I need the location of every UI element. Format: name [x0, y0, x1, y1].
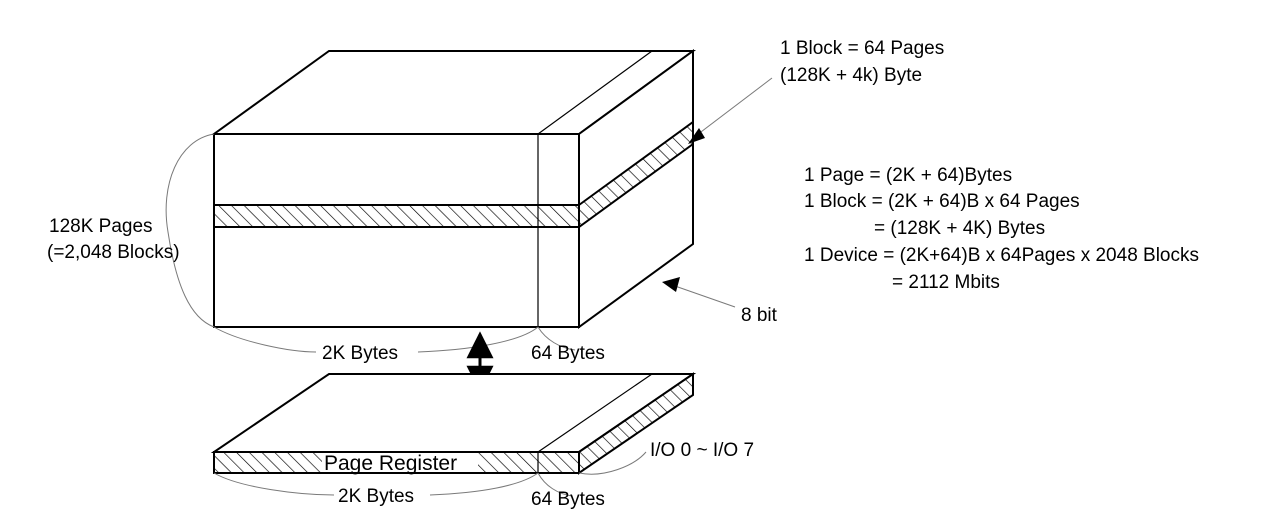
register-width-brace-right: [429, 472, 539, 496]
page-row-side: [578, 120, 694, 229]
formula-line4: 1 Device = (2K+64)B x 64Pages x 2048 Blo…: [804, 245, 1199, 266]
io-label-leader: [578, 451, 647, 475]
register-width-label: 2K Bytes: [338, 486, 414, 507]
register-width-brace: [213, 472, 335, 496]
io-label: I/O 0 ~ I/O 7: [650, 440, 754, 461]
spare-width-brace: [537, 326, 576, 351]
pages-brace: [165, 133, 215, 328]
bit-label-leader: [662, 277, 736, 308]
spare-width-label: 64 Bytes: [531, 343, 605, 364]
spare-area-divider-top: [537, 50, 653, 135]
formula-line1: 1 Page = (2K + 64)Bytes: [804, 165, 1012, 186]
cube-front-face: [213, 133, 580, 328]
register-spare-brace: [537, 472, 573, 497]
main-width-brace: [213, 326, 317, 353]
formula-line5: = 2112 Mbits: [892, 272, 1000, 293]
block-label-leader: [688, 77, 773, 144]
register-spare-divider-top: [537, 373, 653, 453]
register-title-backdrop: [322, 453, 478, 472]
formula-line2: 1 Block = (2K + 64)B x 64 Pages: [804, 191, 1080, 212]
register-spare-label: 64 Bytes: [531, 489, 605, 510]
register-title: Page Register: [324, 452, 457, 475]
pages-label-line2: (=2,048 Blocks): [47, 242, 180, 263]
page-register-slab: [210, 372, 697, 475]
bit-label: 8 bit: [741, 305, 778, 326]
capacity-formula: 1 Page = (2K + 64)Bytes 1 Block = (2K + …: [804, 165, 1199, 293]
memory-array-cube: [210, 49, 697, 329]
block-label-line1: 1 Block = 64 Pages: [780, 38, 944, 59]
main-width-label: 2K Bytes: [322, 343, 398, 364]
page-row-front: [213, 204, 580, 228]
main-width-brace-right: [417, 326, 539, 353]
pages-label-line1: 128K Pages: [49, 216, 153, 237]
block-label-line2: (128K + 4k) Byte: [780, 65, 922, 86]
formula-line3: = (128K + 4K) Bytes: [874, 218, 1045, 239]
